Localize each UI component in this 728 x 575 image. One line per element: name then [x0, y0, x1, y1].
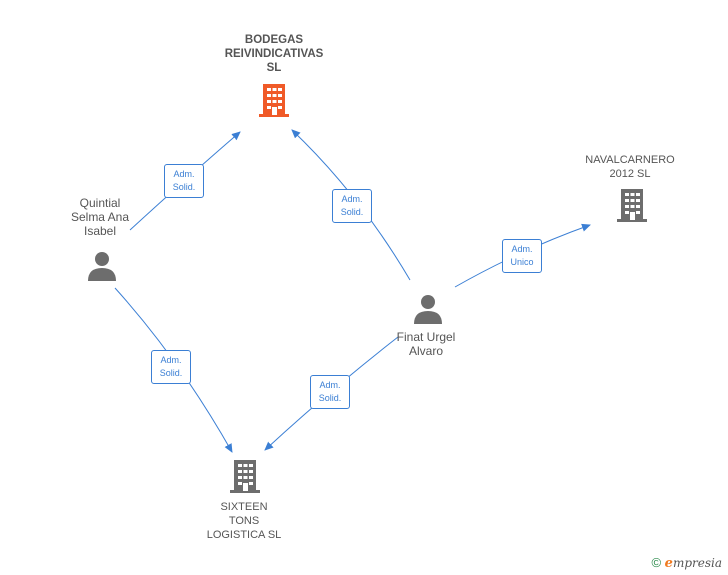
brand-initial: e: [664, 556, 673, 571]
quintial-label[interactable]: Quintial Selma Ana Isabel: [70, 196, 130, 238]
building-icon[interactable]: [616, 187, 648, 223]
person-icon[interactable]: [412, 293, 444, 325]
edge-label-quintial-bodegas[interactable]: Adm. Solid.: [164, 164, 204, 198]
sixteen-label[interactable]: SIXTEEN TONS LOGISTICA SL: [206, 501, 282, 541]
bodegas-label[interactable]: BODEGAS REIVINDICATIVAS SL: [224, 34, 324, 74]
edge-label-finat-sixteen[interactable]: Adm. Solid.: [310, 375, 350, 409]
finat-label[interactable]: Finat Urgel Alvaro: [396, 330, 456, 358]
brand-name: mpresia: [672, 556, 722, 570]
edge-label-finat-bodegas[interactable]: Adm. Solid.: [332, 189, 372, 223]
navalcarnero-label[interactable]: NAVALCARNERO 2012 SL: [585, 154, 675, 180]
building-icon[interactable]: [258, 82, 290, 118]
building-icon[interactable]: [229, 458, 261, 494]
empresia-logo[interactable]: © empresia: [651, 555, 722, 571]
person-icon[interactable]: [86, 250, 118, 282]
copyright-icon: ©: [651, 555, 662, 570]
edge-label-finat-navalcarnero[interactable]: Adm. Unico: [502, 239, 542, 273]
edge-label-quintial-sixteen[interactable]: Adm. Solid.: [151, 350, 191, 384]
